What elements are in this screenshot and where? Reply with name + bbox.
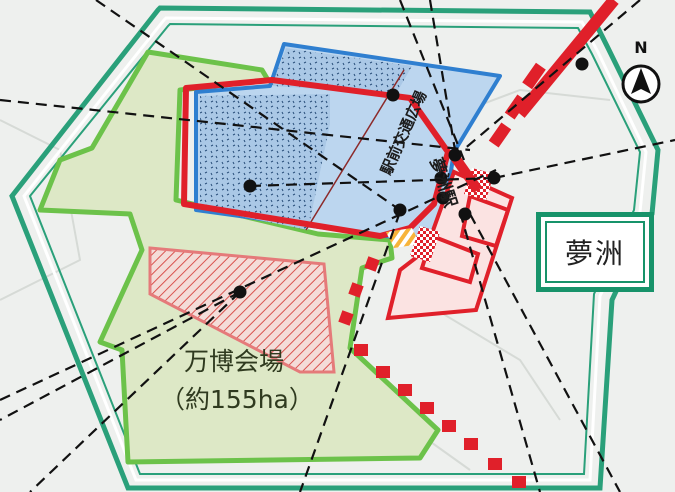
- island-name-label: 夢洲: [545, 221, 645, 283]
- red-boundary: [181, 77, 451, 239]
- point-hatched-zone: [233, 285, 247, 299]
- railway-line: [449, 153, 483, 193]
- dotted-zone-west: [200, 94, 330, 230]
- point-station-center: [434, 171, 448, 185]
- island-outline: [9, 5, 661, 491]
- north-arrow: N: [619, 38, 663, 110]
- expo-site-label: 万博会場: [184, 347, 284, 376]
- north-arrow-icon: [621, 64, 661, 104]
- railway-line-ne: [515, 0, 619, 118]
- station-checker-strip: [410, 226, 440, 262]
- point-station-east: [487, 171, 501, 185]
- point-station-mid: [436, 191, 450, 205]
- north-letter: N: [634, 38, 648, 57]
- point-plaza-north: [386, 88, 400, 102]
- railway-dashes-ne: [488, 62, 546, 148]
- map-points: [233, 57, 589, 299]
- point-station-north: [448, 148, 462, 162]
- island-name-box: 夢洲: [536, 212, 654, 292]
- point-plaza-south: [393, 203, 407, 217]
- railway-dashes-sw: [338, 256, 526, 488]
- point-station-south: [458, 207, 472, 221]
- point-railway-ne: [575, 57, 589, 71]
- point-blue-zone: [243, 179, 257, 193]
- expo-area-label: （約155ha）: [160, 385, 314, 414]
- hatched-zone: [148, 246, 336, 374]
- plaza-stripe-strip: [386, 228, 420, 248]
